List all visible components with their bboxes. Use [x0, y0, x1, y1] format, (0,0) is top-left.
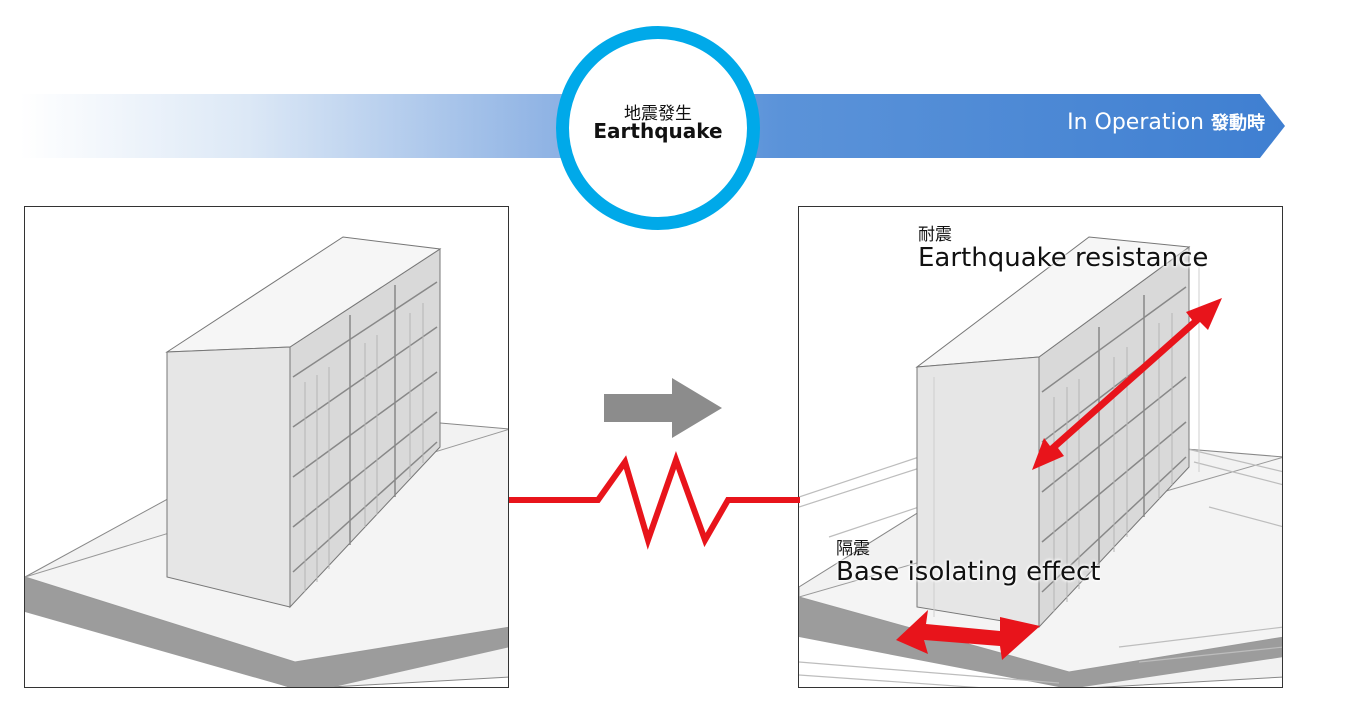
resistance-en: Earthquake resistance	[918, 243, 1209, 273]
earthquake-badge: 地震發生 Earthquake	[556, 26, 760, 230]
operation-zh: 發動時	[1211, 113, 1265, 134]
base-isolating-label: 隔震 Base isolating effect	[836, 540, 1100, 586]
isolation-en: Base isolating effect	[836, 557, 1101, 587]
earthquake-zh: 地震發生	[624, 104, 692, 124]
earthquake-en: Earthquake	[593, 119, 723, 143]
seismic-wave-icon	[509, 451, 800, 550]
earthquake-resistance-label: 耐震 Earthquake resistance	[918, 226, 1208, 272]
right-arrow-icon	[604, 378, 722, 438]
cabinet-isolated-illustration	[799, 236, 1282, 687]
resistance-zh: 耐震	[918, 225, 952, 245]
isolation-zh: 隔震	[836, 539, 870, 559]
operation-en: In Operation	[1067, 110, 1204, 135]
in-operation-label: In Operation 發動時	[1067, 109, 1265, 135]
after-panel	[798, 206, 1283, 688]
before-panel	[24, 206, 509, 688]
cabinet-static-illustration	[25, 236, 508, 687]
